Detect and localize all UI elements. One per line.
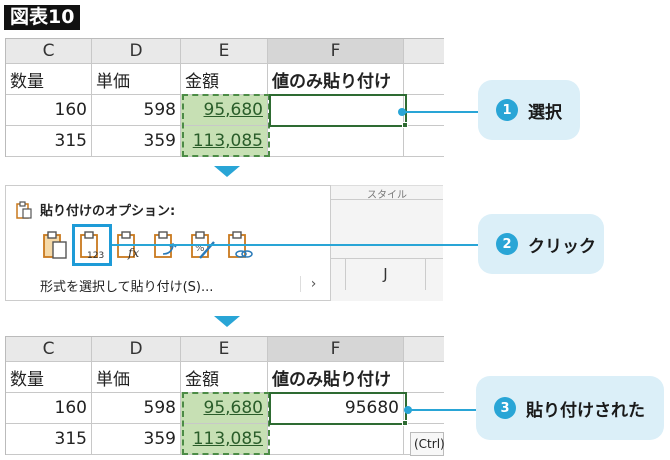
column-header-f[interactable]: F: [268, 39, 404, 64]
column-header-row: C D E F: [6, 38, 444, 64]
cell-amount-copied[interactable]: 95,680: [181, 95, 268, 126]
background-sheet: スタイル J: [331, 185, 443, 301]
cell-header-amount[interactable]: 金額: [181, 64, 268, 95]
background-grid: [331, 258, 443, 290]
paste-tag-label: (Ctrl): [414, 437, 445, 451]
table-row: 160 598 95,680: [6, 95, 444, 126]
cell-blank[interactable]: [404, 393, 444, 424]
ribbon-style-label: スタイル: [331, 186, 443, 200]
top-spreadsheet: C D E F 数量 単価 金額 値のみ貼り付け 160 598 95,680 …: [5, 38, 444, 157]
paste-link-icon[interactable]: [225, 229, 255, 261]
fill-handle[interactable]: [402, 122, 408, 128]
paste-icon-row: 123 fx %: [40, 224, 255, 266]
callout-1: 1 選択: [478, 80, 580, 140]
callout-dot-1: [398, 108, 406, 116]
cell-header-qty[interactable]: 数量: [6, 362, 92, 393]
cell-blank[interactable]: [404, 362, 444, 393]
cell-header-qty[interactable]: 数量: [6, 64, 92, 95]
step-badge-1: 1: [496, 99, 518, 121]
table-row: 315 359 113,085: [6, 424, 444, 455]
column-header-e[interactable]: E: [181, 337, 268, 362]
cell-amount-copied[interactable]: 95,680: [181, 393, 268, 424]
cell-qty[interactable]: 160: [6, 393, 92, 424]
column-header-row: C D E F: [6, 336, 444, 362]
column-header-j: J: [345, 258, 425, 290]
cell-qty[interactable]: 160: [6, 95, 92, 126]
callout-dot-3: [404, 406, 412, 414]
table-row: 数量 単価 金額 値のみ貼り付け: [6, 64, 444, 95]
clipboard-icon: [16, 200, 32, 219]
paste-options-tag[interactable]: (Ctrl): [410, 432, 445, 456]
column-header-c[interactable]: C: [6, 39, 92, 64]
column-header-e[interactable]: E: [181, 39, 268, 64]
cell-qty[interactable]: 315: [6, 424, 92, 455]
callout-3: 3 貼り付けされた: [476, 376, 664, 440]
cell-price[interactable]: 598: [92, 393, 181, 424]
cell-header-paste-values[interactable]: 値のみ貼り付け: [268, 64, 404, 95]
paste-special-link[interactable]: 形式を選択して貼り付け(S)...: [40, 280, 214, 295]
selection-box: [269, 392, 407, 425]
paste-options-title: 貼り付けのオプション:: [16, 200, 175, 219]
column-header-blank: [404, 39, 444, 64]
figure-label: 図表10: [4, 5, 81, 30]
table-row: 315 359 113,085: [6, 126, 444, 157]
cell-header-paste-values[interactable]: 値のみ貼り付け: [268, 362, 404, 393]
cell-header-price[interactable]: 単価: [92, 64, 181, 95]
table-row: 160 598 95,680 95680: [6, 393, 444, 424]
column-divider: [425, 258, 443, 290]
column-header-d[interactable]: D: [92, 337, 181, 362]
chevron-right-icon[interactable]: ›: [300, 276, 326, 292]
paste-values-icon[interactable]: 123: [72, 224, 112, 266]
paste-icon[interactable]: [40, 229, 70, 261]
cell-empty[interactable]: [268, 424, 404, 455]
cell-blank[interactable]: [404, 64, 444, 95]
column-header-blank: [404, 337, 444, 362]
column-header-c[interactable]: C: [6, 337, 92, 362]
cell-blank[interactable]: [404, 95, 444, 126]
cell-header-amount[interactable]: 金額: [181, 362, 268, 393]
cell-blank[interactable]: [404, 126, 444, 157]
cell-qty[interactable]: 315: [6, 126, 92, 157]
cell-amount-copied[interactable]: 113,085: [181, 126, 268, 157]
svg-text:%: %: [195, 243, 205, 254]
callout-text-3: 貼り付けされた: [526, 400, 645, 421]
down-arrow-icon: [214, 166, 240, 177]
callout-2: 2 クリック: [478, 214, 604, 274]
column-header-f[interactable]: F: [268, 337, 404, 362]
callout-text-1: 選択: [528, 102, 562, 123]
cell-price[interactable]: 598: [92, 95, 181, 126]
callout-leader-1: [402, 111, 482, 113]
cell-amount-copied[interactable]: 113,085: [181, 424, 268, 455]
cell-header-price[interactable]: 単価: [92, 362, 181, 393]
paste-options-label: 貼り付けのオプション:: [40, 204, 176, 219]
cell-empty[interactable]: [268, 126, 404, 157]
callout-text-2: クリック: [528, 236, 596, 257]
bottom-spreadsheet: C D E F 数量 単価 金額 値のみ貼り付け 160 598 95,680 …: [5, 336, 444, 455]
callout-leader-3: [408, 409, 480, 411]
column-header-d[interactable]: D: [92, 39, 181, 64]
paste-options-menu: 貼り付けのオプション: 123 fx % 形式を選択して貼り付け(S)... ›: [5, 185, 331, 301]
callout-leader-2: [112, 244, 482, 246]
fill-handle[interactable]: [402, 420, 408, 426]
selection-box: [269, 94, 407, 127]
paste-formulas-icon[interactable]: fx: [114, 229, 144, 261]
table-row: 数量 単価 金額 値のみ貼り付け: [6, 362, 444, 393]
svg-text:123: 123: [87, 251, 104, 260]
cell-price[interactable]: 359: [92, 424, 181, 455]
cell-price[interactable]: 359: [92, 126, 181, 157]
step-badge-3: 3: [494, 397, 516, 419]
svg-text:fx: fx: [127, 246, 139, 260]
step-badge-2: 2: [496, 233, 518, 255]
down-arrow-icon: [214, 316, 240, 327]
